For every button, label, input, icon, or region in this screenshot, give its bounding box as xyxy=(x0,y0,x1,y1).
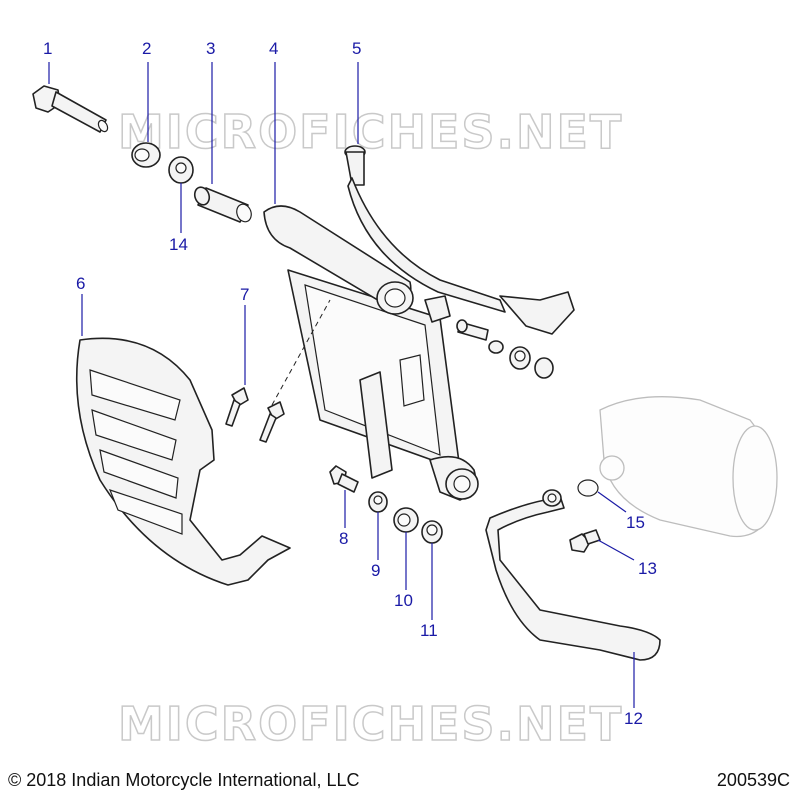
callout-9[interactable]: 9 xyxy=(371,561,380,580)
part-5-hose[interactable] xyxy=(344,145,575,335)
part-9-washer[interactable] xyxy=(368,491,388,513)
callout-4[interactable]: 4 xyxy=(269,39,278,58)
callout-2[interactable]: 2 xyxy=(142,39,151,58)
callout-6[interactable]: 6 xyxy=(76,274,85,293)
callout-15[interactable]: 15 xyxy=(626,513,645,532)
part-7-push-rivets[interactable] xyxy=(225,387,285,443)
part-6-grille[interactable] xyxy=(75,337,291,586)
part-8-bolt[interactable] xyxy=(329,465,359,493)
callout-10[interactable]: 10 xyxy=(394,591,413,610)
leader-15 xyxy=(597,491,627,513)
leader-13 xyxy=(597,539,635,561)
callout-11[interactable]: 11 xyxy=(420,621,438,640)
part-13-bolt[interactable] xyxy=(569,529,601,553)
callout-3[interactable]: 3 xyxy=(206,39,215,58)
assembly-line xyxy=(271,299,331,406)
part-4-oil-cooler[interactable] xyxy=(263,205,479,501)
part-fastener-set[interactable] xyxy=(456,319,554,379)
callout-5[interactable]: 5 xyxy=(352,39,361,58)
callout-1[interactable]: 1 xyxy=(43,39,52,58)
watermark-top: MICROFICHES.NET xyxy=(118,105,623,159)
part-1-bolt[interactable] xyxy=(32,85,109,133)
callout-8[interactable]: 8 xyxy=(339,529,348,548)
part-14-washer[interactable] xyxy=(168,156,194,184)
oil-filter-ghost xyxy=(599,396,778,538)
part-2-grommet[interactable] xyxy=(131,142,161,168)
diagram-code: 200539C xyxy=(716,770,790,790)
copyright-text: © 2018 Indian Motorcycle International, … xyxy=(8,770,360,790)
callout-14[interactable]: 14 xyxy=(169,235,188,254)
callout-7[interactable]: 7 xyxy=(240,285,249,304)
callout-12[interactable]: 12 xyxy=(624,709,643,728)
watermark-bottom: MICROFICHES.NET xyxy=(118,697,623,751)
part-11-washer[interactable] xyxy=(421,520,443,544)
part-12-oil-line[interactable] xyxy=(485,489,661,661)
part-10-grommet[interactable] xyxy=(393,507,419,533)
part-15-o-ring[interactable] xyxy=(577,479,599,497)
part-3-spacer[interactable] xyxy=(192,185,253,224)
callout-13[interactable]: 13 xyxy=(638,559,657,578)
